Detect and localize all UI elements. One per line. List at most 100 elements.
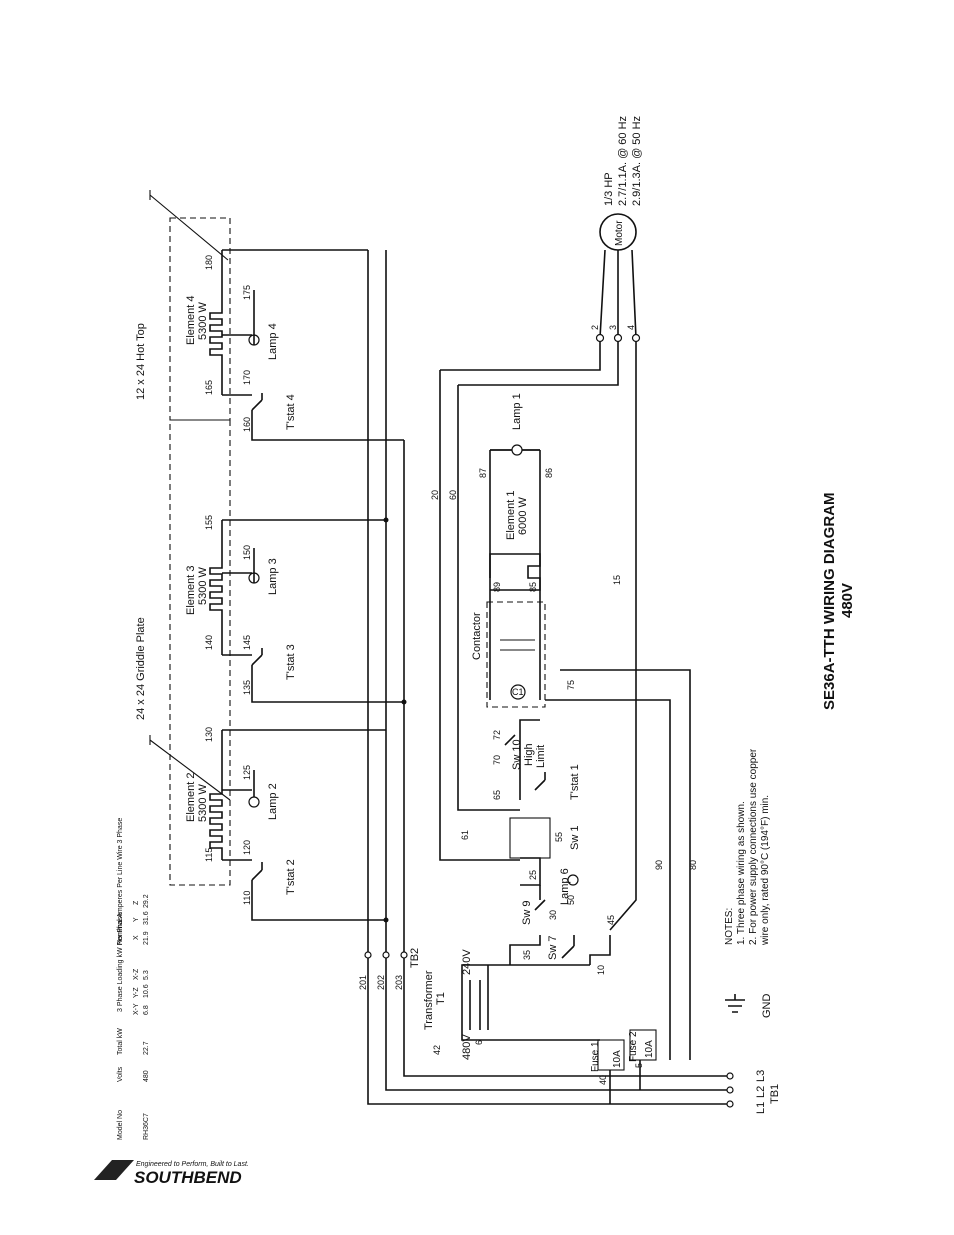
svg-text:45: 45 [606, 915, 616, 925]
svg-text:125: 125 [242, 765, 252, 780]
fuse-1: Fuse 1 10A [590, 1039, 625, 1072]
svg-text:29.2: 29.2 [143, 894, 150, 908]
svg-text:1. Three phase wiring as shown: 1. Three phase wiring as shown. [736, 801, 747, 945]
motor: Motor 1/3 HP 2.7/1.1A. @ 60 Hz 2.9/1.3A.… [599, 116, 643, 251]
svg-text:Model No: Model No [117, 1110, 124, 1140]
svg-text:2. For power supply connection: 2. For power supply connections use copp… [748, 748, 759, 945]
terminal-m3 [613, 333, 623, 343]
svg-text:203: 203 [394, 975, 404, 990]
junction [383, 517, 389, 523]
svg-text:2.9/1.3A. @ 50 Hz: 2.9/1.3A. @ 50 Hz [631, 116, 643, 206]
svg-text:5300 W: 5300 W [197, 301, 209, 340]
svg-text:C1: C1 [512, 687, 524, 697]
svg-text:10A: 10A [644, 1040, 655, 1058]
svg-text:6: 6 [474, 1040, 484, 1045]
svg-text:Lamp 1: Lamp 1 [511, 393, 523, 430]
svg-text:Y-Z: Y-Z [133, 987, 140, 998]
wire-60 [457, 385, 520, 811]
tb1-l1: L1 [755, 1102, 767, 1114]
svg-text:20: 20 [430, 490, 440, 500]
spec-table: Model No Volts Total kW 3 Phase Loading … [117, 818, 150, 1140]
svg-text:Lamp 6: Lamp 6 [559, 868, 571, 905]
svg-text:25: 25 [528, 870, 538, 880]
svg-text:Element 1: Element 1 [505, 490, 517, 540]
svg-text:Element 3: Element 3 [185, 565, 197, 615]
svg-text:Contactor: Contactor [471, 612, 483, 660]
svg-text:130: 130 [204, 727, 214, 742]
wire-80 [560, 669, 691, 1060]
bus-202 [385, 250, 728, 1091]
svg-text:Y: Y [133, 917, 140, 922]
svg-text:86: 86 [544, 468, 554, 478]
sw-9: Sw 9 [521, 899, 546, 925]
griddle-label-leader [149, 735, 231, 801]
tstat-2: T'stat 2 [251, 859, 297, 895]
svg-text:Sw 10: Sw 10 [511, 739, 523, 770]
wire-55 [520, 857, 541, 886]
element-1: Element 1 6000 W [489, 449, 541, 591]
hottop-section-label: 12 x 24 Hot Top [135, 323, 147, 400]
notes: NOTES: 1. Three phase wiring as shown. 2… [724, 748, 771, 946]
svg-text:Element 4: Element 4 [185, 295, 197, 345]
junction [383, 917, 389, 923]
svg-text:Sw 7: Sw 7 [547, 936, 559, 960]
wire-numbers: 110 115 120 125 130 135 140 145 150 155 … [204, 255, 698, 1085]
svg-text:Transformer: Transformer [423, 970, 435, 1030]
svg-text:170: 170 [242, 370, 252, 385]
svg-text:6000 W: 6000 W [517, 496, 529, 535]
svg-text:61: 61 [460, 830, 470, 840]
brand-name: SOUTHBEND [134, 1168, 242, 1187]
svg-text:40: 40 [598, 1075, 608, 1085]
element-3: Element 3 5300 W [185, 520, 223, 655]
sw-7: Sw 7 [547, 935, 575, 960]
motor-leads [599, 249, 637, 339]
wire-35 [509, 935, 541, 965]
svg-text:T'stat 1: T'stat 1 [569, 764, 581, 800]
svg-text:5.3: 5.3 [143, 970, 150, 980]
svg-text:55: 55 [554, 832, 564, 842]
svg-text:3: 3 [608, 325, 618, 330]
bus-201 [367, 250, 728, 1105]
tstat-3: T'stat 3 [251, 644, 297, 680]
svg-text:5300 W: 5300 W [197, 566, 209, 605]
svg-text:80: 80 [688, 860, 698, 870]
svg-text:Sw 9: Sw 9 [521, 901, 533, 925]
svg-text:Fuse 2: Fuse 2 [628, 1031, 639, 1062]
wire-20 [439, 370, 520, 861]
svg-text:Nominal Amperes Per Line Wire: Nominal Amperes Per Line Wire 3 Phase [117, 818, 124, 945]
elem3-conn [222, 548, 255, 656]
svg-text:2: 2 [590, 325, 600, 330]
contactor: C1 Contactor [471, 601, 546, 708]
svg-text:X-Z: X-Z [133, 968, 140, 980]
brand-tagline: Engineered to Perform, Built to Last. [136, 1161, 249, 1168]
sw-10-high-limit: Sw 10 High Limit [504, 734, 547, 770]
tb1-l3: L3 [755, 1070, 767, 1082]
svg-text:15: 15 [612, 575, 622, 585]
svg-text:Volts: Volts [117, 1066, 124, 1082]
svg-text:10.6: 10.6 [143, 984, 150, 998]
junction [401, 699, 407, 705]
svg-text:4: 4 [626, 325, 636, 330]
svg-text:480: 480 [143, 1070, 150, 1082]
wire-90 [545, 699, 671, 1060]
svg-text:RH36C7: RH36C7 [143, 1113, 150, 1140]
svg-text:72: 72 [492, 730, 502, 740]
svg-text:21.9: 21.9 [143, 931, 150, 945]
svg-text:115: 115 [204, 848, 214, 862]
svg-text:165: 165 [204, 380, 214, 395]
svg-text:X: X [133, 935, 140, 940]
terminal-l3 [726, 1072, 734, 1080]
svg-text:120: 120 [242, 840, 252, 855]
fuse-2: Fuse 2 10A [628, 1029, 657, 1062]
svg-text:Motor: Motor [614, 220, 625, 246]
terminal-l2 [726, 1086, 734, 1094]
terminal-l1 [726, 1100, 734, 1108]
wire-10 [589, 935, 611, 965]
elem4-conn [222, 290, 255, 396]
svg-text:NOTES:: NOTES: [724, 908, 735, 945]
svg-text:60: 60 [448, 490, 458, 500]
svg-text:10A: 10A [612, 1050, 623, 1068]
bus-203 [403, 440, 728, 1077]
lamp-6: Lamp 6 [559, 868, 579, 905]
